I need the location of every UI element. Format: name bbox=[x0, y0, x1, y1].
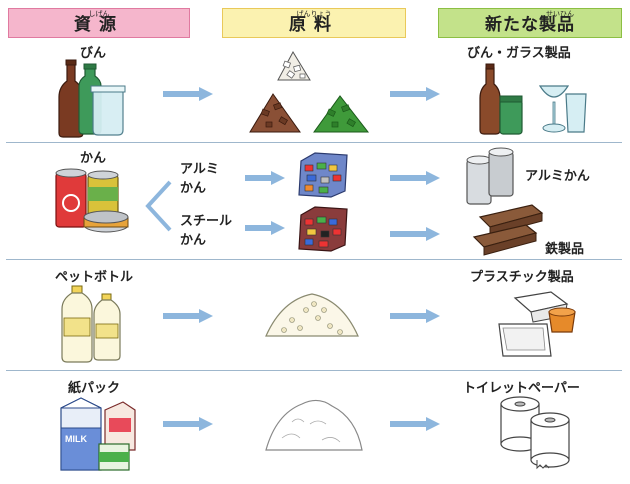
header-product: せいひん 新たな製品 bbox=[438, 8, 622, 38]
resource-label-pet: ペットボトル bbox=[55, 270, 134, 285]
header-product-label: 新たな製品 bbox=[485, 15, 575, 35]
cans-icon bbox=[55, 168, 129, 233]
paper-pulp-icon bbox=[265, 399, 363, 451]
paper-cartons-icon: MILK bbox=[60, 397, 136, 471]
header-material: げんりょう 原料 bbox=[222, 8, 406, 38]
header-material-ruby: げんりょう bbox=[296, 10, 332, 18]
resource-label-paper: 紙パック bbox=[68, 381, 121, 396]
branch-steel-line1: スチール bbox=[180, 214, 233, 229]
arrow-right-icon bbox=[390, 87, 440, 101]
arrow-right-icon bbox=[390, 309, 440, 323]
row-divider bbox=[6, 370, 622, 371]
branch-label-steel: スチール かん bbox=[180, 212, 232, 250]
aluminum-cans-icon bbox=[466, 147, 514, 205]
row-divider bbox=[6, 142, 622, 143]
header-resource: しげん 資源 bbox=[8, 8, 190, 38]
branch-aluminum-line1: アルミ bbox=[180, 162, 219, 177]
arrow-right-icon bbox=[163, 309, 213, 323]
arrow-right-icon bbox=[390, 227, 440, 241]
row-divider bbox=[6, 259, 622, 260]
product-label-pet: プラスチック製品 bbox=[470, 270, 574, 285]
branch-aluminum-line2: かん bbox=[180, 181, 207, 196]
plastic-flakes-icon bbox=[265, 293, 359, 337]
aluminum-bale-icon bbox=[298, 152, 348, 198]
header-resource-label: 資源 bbox=[74, 15, 124, 35]
arrow-right-icon bbox=[163, 417, 213, 431]
arrow-right-icon bbox=[245, 171, 285, 185]
header-resource-ruby: しげん bbox=[88, 10, 110, 18]
arrow-right-icon bbox=[163, 87, 213, 101]
steel-products-icon bbox=[472, 204, 544, 256]
arrow-right-icon bbox=[245, 221, 285, 235]
arrow-right-icon bbox=[390, 417, 440, 431]
product-label-bottle: びん・ガラス製品 bbox=[467, 46, 571, 61]
toilet-paper-icon bbox=[500, 396, 570, 470]
milk-text: MILK bbox=[65, 434, 87, 444]
header-product-ruby: せいひん bbox=[546, 10, 574, 18]
steel-bale-icon bbox=[298, 206, 348, 252]
bottles-icon bbox=[58, 59, 126, 138]
plastic-products-icon bbox=[498, 291, 576, 357]
product-label-aluminum: アルミかん bbox=[525, 169, 590, 184]
resource-label-bottle: びん bbox=[80, 46, 107, 61]
glass-cullet-icon bbox=[249, 50, 370, 133]
branch-label-aluminum: アルミ かん bbox=[180, 160, 219, 198]
product-label-steel: 鉄製品 bbox=[545, 242, 585, 257]
branch-steel-line2: かん bbox=[180, 233, 207, 248]
header-material-label: 原料 bbox=[289, 15, 339, 35]
resource-label-can: かん bbox=[80, 151, 107, 166]
arrow-right-icon bbox=[390, 171, 440, 185]
glass-products-icon bbox=[479, 63, 587, 135]
branch-bracket bbox=[145, 180, 172, 232]
product-label-paper: トイレットペーパー bbox=[463, 381, 580, 396]
pet-bottles-icon bbox=[61, 285, 121, 363]
